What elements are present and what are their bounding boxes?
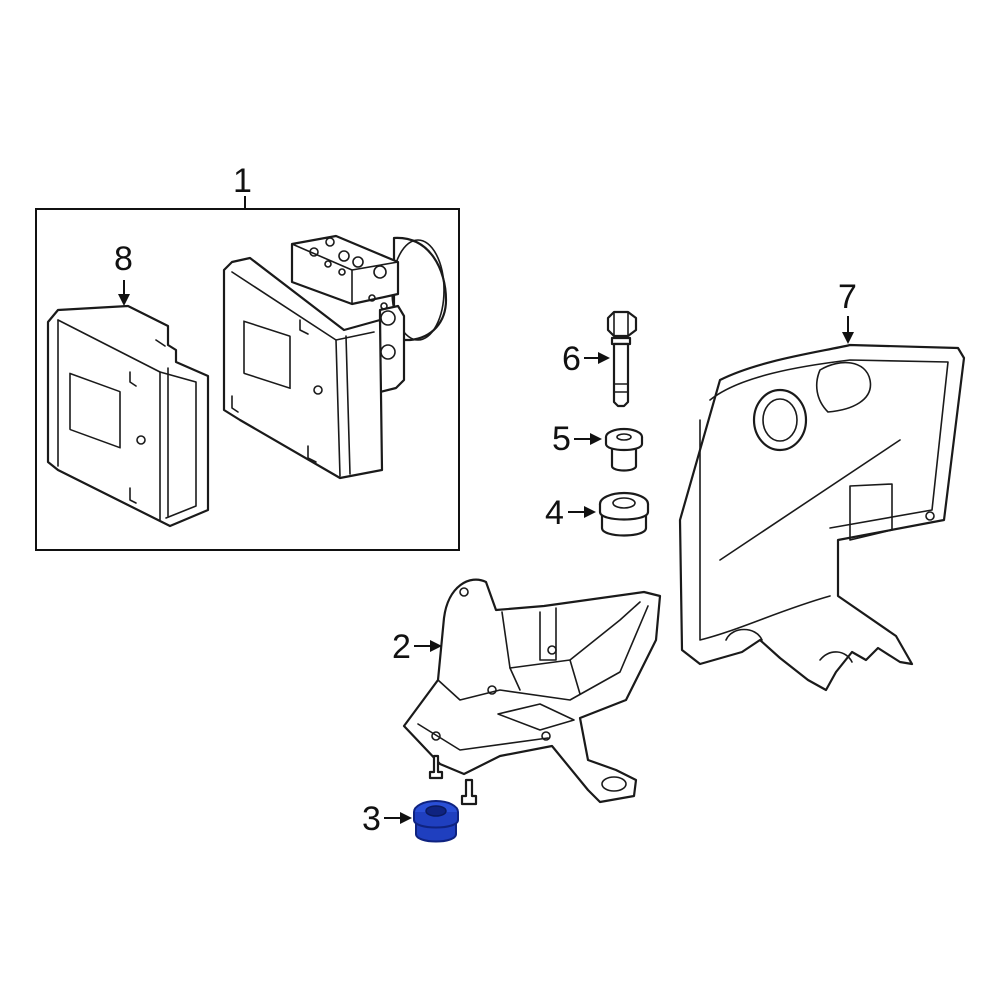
cover-shield[interactable] <box>678 343 966 692</box>
callout-6-number: 6 <box>562 340 581 378</box>
highlighted-grommet[interactable] <box>413 800 459 843</box>
callout-1: 1 <box>233 162 252 209</box>
callout-8: 8 <box>114 240 133 306</box>
callout-7-number: 7 <box>838 278 857 316</box>
grommet[interactable] <box>598 491 650 537</box>
highlighted-grommet-hole <box>425 805 447 817</box>
callout-6: 6 <box>562 340 610 378</box>
callout-1-number: 1 <box>233 162 252 200</box>
callout-5: 5 <box>552 420 602 458</box>
abs-hydraulic-unit[interactable] <box>222 234 448 480</box>
callout-7: 7 <box>838 278 857 344</box>
bolt[interactable] <box>606 310 638 408</box>
callout-8-number: 8 <box>114 240 133 278</box>
callout-2-number: 2 <box>392 628 411 666</box>
control-module[interactable] <box>46 304 210 528</box>
callout-4: 4 <box>545 494 596 532</box>
sleeve[interactable] <box>604 427 644 472</box>
mounting-bracket[interactable] <box>402 578 662 806</box>
callout-2: 2 <box>392 628 442 666</box>
callout-4-number: 4 <box>545 494 564 532</box>
callout-3-number: 3 <box>362 800 381 838</box>
assembly-frame <box>35 208 460 551</box>
callout-3: 3 <box>362 800 412 838</box>
callout-5-number: 5 <box>552 420 571 458</box>
